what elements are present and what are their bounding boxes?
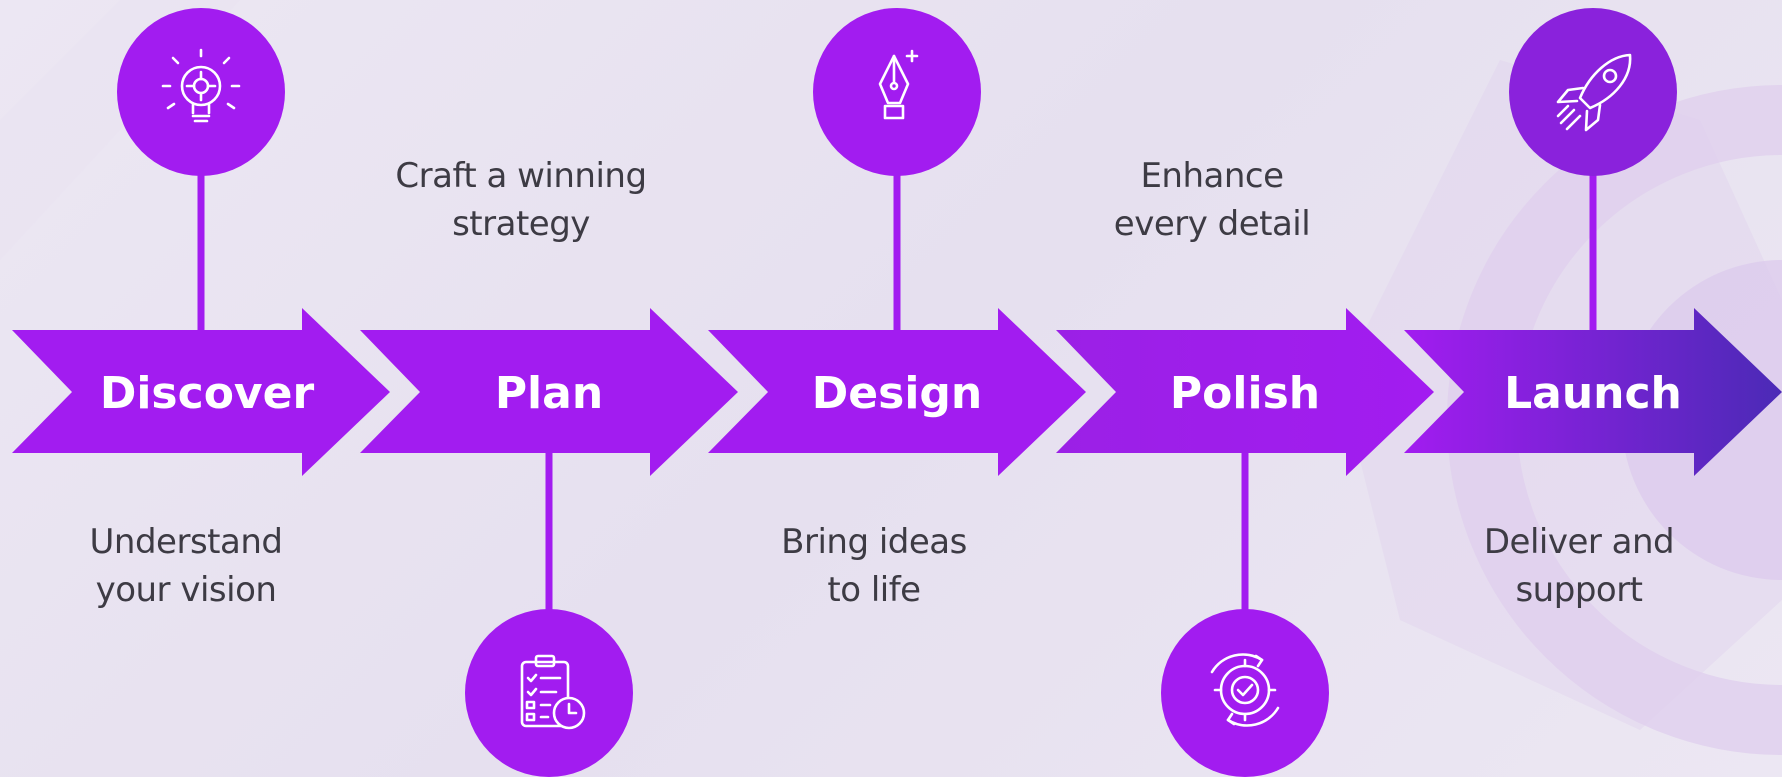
caption-line: strategy bbox=[452, 204, 590, 244]
step-label-launch: Launch bbox=[1504, 368, 1682, 419]
icon-badge-discover bbox=[117, 8, 285, 176]
caption-polish: Enhance every detail bbox=[1062, 152, 1362, 248]
caption-plan: Craft a winning strategy bbox=[371, 152, 671, 248]
step-label-plan: Plan bbox=[495, 368, 603, 419]
caption-line: Deliver and bbox=[1483, 522, 1675, 562]
step-design: Design bbox=[708, 308, 1086, 476]
icon-badge-polish bbox=[1161, 609, 1329, 777]
step-discover: Discover bbox=[12, 308, 390, 476]
icon-badge-launch bbox=[1509, 8, 1677, 176]
rocket-icon bbox=[1556, 53, 1632, 132]
caption-line: support bbox=[1515, 570, 1643, 610]
caption-discover: Understand your vision bbox=[36, 518, 336, 614]
caption-launch: Deliver and support bbox=[1429, 518, 1729, 614]
caption-line: Bring ideas bbox=[781, 522, 967, 562]
step-label-polish: Polish bbox=[1170, 368, 1320, 419]
icon-badge-plan bbox=[465, 609, 633, 777]
caption-line: Enhance bbox=[1140, 156, 1284, 196]
lightbulb-gear-icon bbox=[161, 48, 241, 123]
pen-nib-icon bbox=[878, 49, 919, 120]
clipboard-clock-icon bbox=[520, 654, 586, 730]
arrow-plan bbox=[360, 308, 738, 476]
step-label-discover: Discover bbox=[100, 368, 315, 419]
arrow-launch bbox=[1404, 308, 1782, 476]
icon-badge-design bbox=[813, 8, 981, 176]
caption-line: Understand bbox=[89, 522, 283, 562]
gear-check-icon bbox=[1210, 653, 1280, 727]
step-polish: Polish bbox=[1056, 308, 1434, 476]
caption-line: Craft a winning bbox=[395, 156, 647, 196]
step-label-design: Design bbox=[812, 368, 982, 419]
arrow-design bbox=[708, 308, 1086, 476]
caption-design: Bring ideas to life bbox=[724, 518, 1024, 614]
arrow-polish bbox=[1056, 308, 1434, 476]
arrow-discover bbox=[12, 308, 390, 476]
caption-line: to life bbox=[827, 570, 921, 610]
caption-line: every detail bbox=[1113, 204, 1311, 244]
caption-line: your vision bbox=[95, 570, 277, 610]
step-launch: Launch bbox=[1404, 308, 1782, 476]
step-plan: Plan bbox=[360, 308, 738, 476]
